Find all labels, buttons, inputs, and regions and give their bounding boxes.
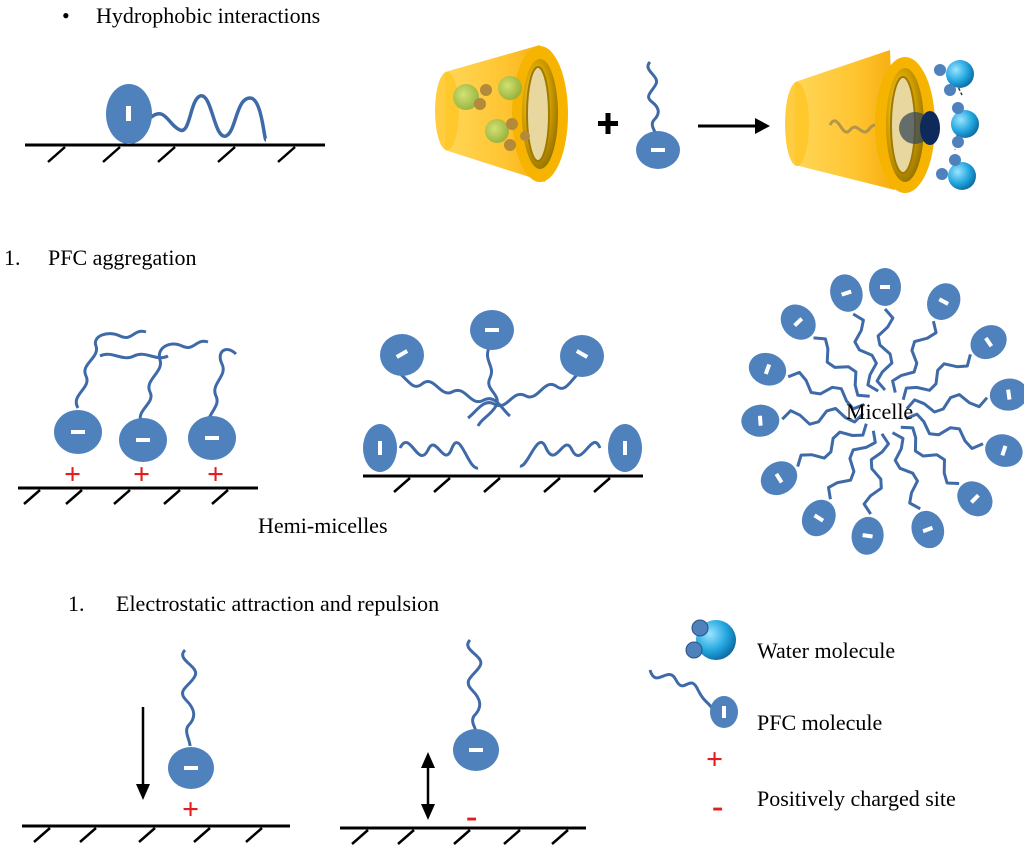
hemi-micelles-label: Hemi-micelles — [258, 513, 388, 538]
cyclodextrin-cup-left — [435, 45, 568, 182]
pfc-molecule-attracted — [168, 648, 214, 789]
reaction-arrow — [698, 118, 770, 134]
section-title-electrostatic: Electrostatic attraction and repulsion — [116, 591, 440, 616]
bullet-marker: • — [62, 3, 70, 28]
hemi-micelle-group — [363, 310, 642, 472]
micelle-head-charge — [793, 317, 804, 328]
legend-water-icon — [685, 619, 736, 660]
micelle-head-charge — [1006, 389, 1012, 400]
micelle-head — [989, 378, 1024, 411]
micelle-tail — [787, 370, 865, 411]
micelle-head-charge — [763, 363, 772, 375]
legend-site-label: Positively charged site — [757, 786, 956, 811]
micelle-tail — [891, 431, 921, 511]
pfc-molecule-lying — [106, 84, 268, 144]
micelle-tail — [862, 432, 890, 515]
legend-water-label: Water molecule — [757, 638, 896, 663]
plus-charge-2: + — [133, 458, 151, 491]
section-number-electrostatic: 1. — [68, 591, 85, 616]
micelle-head-charge — [862, 533, 873, 539]
micelle-tail — [905, 393, 989, 414]
plus-charge-attraction: + — [182, 793, 200, 826]
surface-aggregation-middle — [363, 474, 643, 493]
section-number-aggregation: 1. — [4, 245, 21, 270]
section-title-aggregation: PFC aggregation — [48, 245, 197, 270]
micelle-head-charge — [774, 472, 784, 484]
hydrophobic-surface — [25, 143, 325, 163]
micelle-head-charge — [984, 336, 994, 348]
micelle-head-charge — [1000, 445, 1008, 456]
legend-minus-symbol: - — [712, 788, 724, 825]
surface-attraction — [22, 824, 290, 843]
micelle-head-charge — [922, 525, 934, 534]
micelle-tail — [900, 425, 960, 485]
legend-plus-symbol: + — [706, 743, 724, 776]
surface-repulsion — [340, 826, 586, 845]
micelle-head-charge — [880, 285, 890, 289]
section-title-hydrophobic: Hydrophobic interactions — [96, 3, 321, 28]
micelle-head-charge — [757, 415, 763, 426]
micelle-head-charge — [813, 513, 825, 523]
micelle-tail — [875, 308, 895, 391]
surface-aggregation-left — [18, 486, 258, 505]
minus-charge-repulsion: - — [466, 798, 478, 835]
plus-charge-3: + — [207, 458, 225, 491]
legend-pfc-label: PFC molecule — [757, 710, 883, 735]
plus-charge-1: + — [64, 458, 82, 491]
micelle-head-charge — [938, 297, 950, 306]
micelle-tail — [905, 412, 984, 450]
repulsion-arrow — [421, 752, 435, 820]
micelle-tail — [852, 312, 879, 393]
standing-pfc-group — [54, 329, 238, 462]
micelle-tail — [901, 354, 972, 401]
micelle-tail — [827, 430, 877, 500]
micelle-label: Micelle — [846, 399, 914, 424]
pfc-molecule-repelled — [453, 638, 499, 771]
water-molecules-cluster — [934, 60, 979, 190]
legend-pfc-icon — [648, 669, 738, 728]
pfc-molecule-free — [636, 60, 680, 169]
micelle-head-charge — [969, 493, 980, 504]
micelle-structure — [741, 268, 1024, 555]
micelle-head-charge — [841, 289, 852, 297]
micelle-tail — [781, 407, 865, 426]
micelle-tail — [891, 320, 938, 393]
attraction-arrow — [136, 707, 150, 800]
micelle-tail — [796, 423, 868, 468]
micelle-tail — [813, 336, 870, 398]
plus-operator — [598, 113, 618, 134]
cyclodextrin-cup-right — [785, 50, 940, 193]
